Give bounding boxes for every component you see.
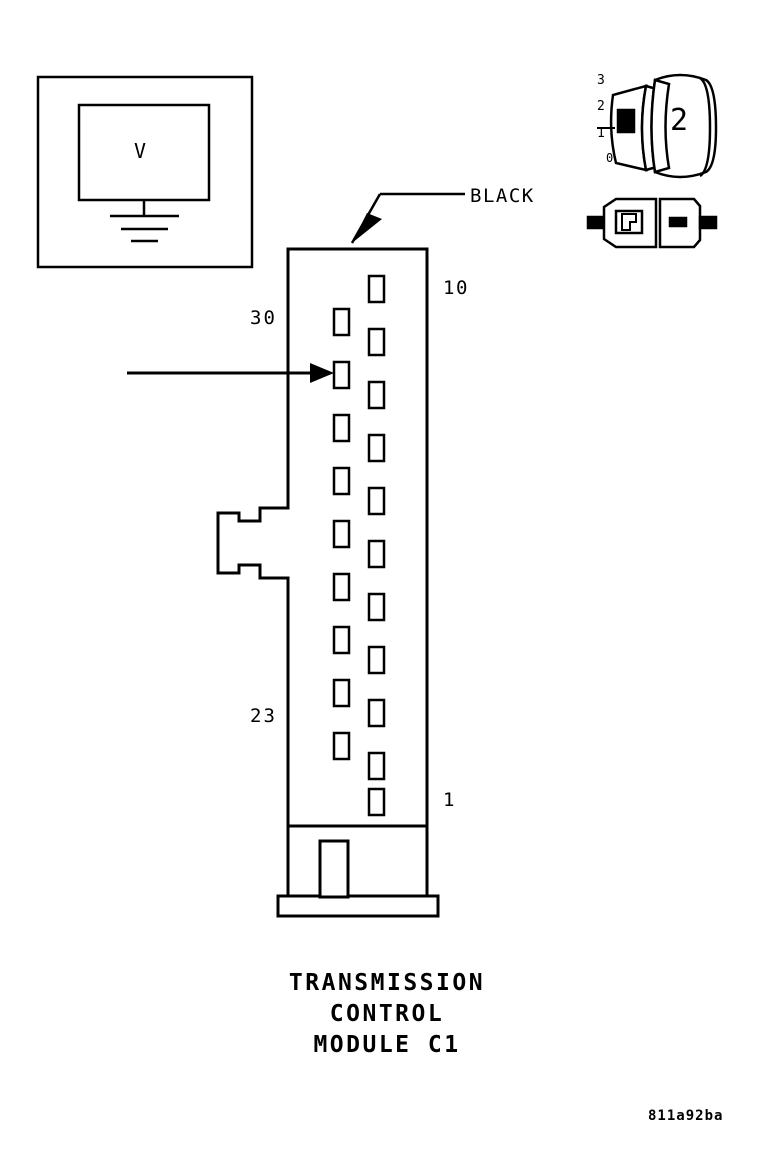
connector-shroud	[276, 824, 440, 918]
label-scale-1: 1	[597, 126, 605, 141]
cavity-right-6	[367, 486, 386, 516]
plug-right-rib	[699, 76, 712, 178]
terminal-cavities-right	[367, 274, 386, 817]
cavity-left-2	[332, 360, 351, 390]
label-cavity-30: 30	[250, 307, 277, 329]
label-black-wire: BLACK	[470, 185, 535, 207]
connector-pictogram-top	[597, 73, 718, 179]
label-scale-0: 0	[606, 151, 614, 165]
label-scale-2: 2	[597, 99, 605, 114]
cavity-right-8	[367, 380, 386, 410]
caption-line-2: CONTROL	[329, 1001, 445, 1027]
cavity-left-7	[332, 625, 351, 655]
cavity-right-1	[367, 751, 386, 781]
bottom-right-slot	[668, 216, 688, 228]
plug-tab-dark	[616, 108, 636, 134]
label-connector-callout: 2	[670, 103, 689, 138]
shroud-base	[276, 894, 440, 918]
cavity-right-9	[367, 327, 386, 357]
part-number: 811a92ba	[648, 1108, 724, 1124]
cavity-left-6	[332, 572, 351, 602]
terminal-cavities-left	[332, 307, 351, 761]
cavity-right-2	[367, 698, 386, 728]
cavity-right-10	[367, 274, 386, 304]
caption-line-1: TRANSMISSION	[288, 970, 486, 996]
connector-outline	[216, 247, 429, 828]
cavity-left-3	[332, 413, 351, 443]
black-wire-leader	[350, 192, 465, 244]
label-pin-10: 10	[443, 277, 469, 299]
bottom-window-key	[621, 213, 637, 231]
label-cavity-23: 23	[250, 705, 277, 727]
cavity-left-5	[332, 519, 351, 549]
probe-arrow-head	[310, 363, 334, 383]
voltmeter-outer-box	[36, 75, 254, 269]
diagram-caption: TRANSMISSION CONTROL MODULE C1	[0, 968, 774, 1061]
cavity-left-1	[332, 307, 351, 337]
label-scale-3: 3	[597, 73, 605, 88]
label-voltmeter-v: V	[134, 139, 147, 163]
connector-pictogram-bottom	[586, 197, 718, 249]
cavity-right-4	[367, 592, 386, 622]
cavity-right-3	[367, 645, 386, 675]
connector-body	[216, 247, 429, 828]
cavity-right-5	[367, 539, 386, 569]
shroud-keyway	[318, 839, 350, 899]
plug-right-edge	[650, 78, 671, 174]
label-pin-1: 1	[443, 789, 456, 811]
cavity-right-7	[367, 433, 386, 463]
black-leader-arrowhead	[352, 213, 382, 243]
cavity-right-0	[367, 787, 386, 817]
voltmeter-symbol	[36, 75, 254, 269]
cavity-left-4	[332, 466, 351, 496]
cavity-left-9	[332, 731, 351, 761]
caption-line-3: MODULE C1	[313, 1032, 461, 1058]
bottom-left-stub	[586, 215, 606, 230]
bottom-right-stub	[698, 215, 718, 230]
cavity-left-8	[332, 678, 351, 708]
probe-arrow	[127, 363, 334, 383]
